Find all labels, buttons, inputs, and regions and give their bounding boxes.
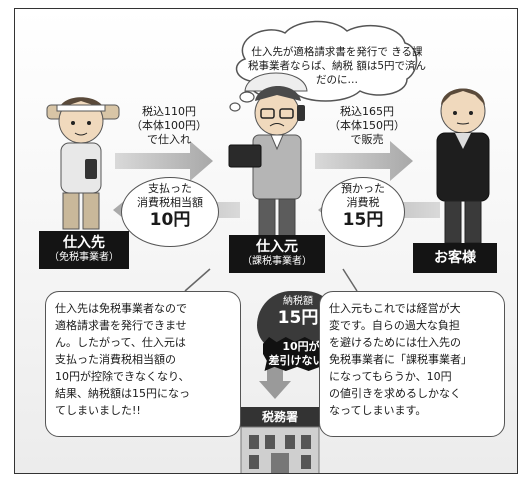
paid-tax-line1: 支払った: [148, 182, 192, 195]
buyer-illustration: [228, 72, 308, 244]
right-callout-pointer: [342, 268, 358, 292]
tax-office-label: 税務署: [261, 410, 298, 424]
left-callout-pointer: [184, 268, 211, 292]
customer-nameplate: お客様: [413, 243, 497, 273]
paid-tax-line2: 消費税相当額: [137, 196, 203, 209]
sale-arrow: [315, 141, 413, 181]
tax-badge-amount: 15円: [277, 308, 319, 328]
thought-bubble-text: 仕入先が適格請求書を発行で きる課税事業者ならば、納税 額は5円で済んだのに…: [247, 46, 427, 86]
supplier-sub: （免税事業者）: [49, 252, 119, 263]
supplier-name: 仕入先: [63, 235, 105, 251]
buyer-sub: （課税事業者）: [242, 256, 312, 267]
received-tax-amount: 15円: [342, 210, 384, 230]
supplier-nameplate: 仕入先 （免税事業者）: [39, 231, 129, 269]
sale-arrow-label: 税込165円 （本体150円） で販売: [329, 105, 405, 146]
customer-illustration: [436, 88, 490, 244]
purchase-arrow: [115, 141, 213, 181]
tax-office-building: [237, 407, 323, 473]
paid-tax-amount: 10円: [149, 210, 191, 230]
buyer-nameplate: 仕入元 （課税事業者）: [229, 235, 325, 273]
thought-dot-mid: [239, 91, 255, 103]
customer-name: お客様: [434, 250, 476, 266]
diagram-graphics: [46, 20, 490, 473]
received-tax-line2: 消費税: [346, 196, 380, 209]
right-explanation-bubble: 仕入元もこれでは経営が大 変です。自らの過大な負担 を避けるためには仕入先の 免…: [319, 291, 505, 437]
buyer-name: 仕入元: [256, 239, 298, 255]
down-arrow: [259, 367, 291, 399]
supplier-illustration: [46, 97, 120, 230]
left-explanation-bubble: 仕入先は免税事業者なので 適格請求書を発行できませ ん。したがって、仕入元は 支…: [45, 291, 241, 437]
paid-tax-circle: 支払った 消費税相当額 10円: [121, 177, 219, 247]
tax-badge-label: 納税額: [283, 296, 313, 307]
received-tax-line1: 預かった: [341, 182, 385, 195]
purchase-arrow-label: 税込110円 （本体100円） で仕入れ: [131, 105, 207, 146]
thought-dot-small: [229, 102, 241, 112]
diagram-frame: 仕入先が適格請求書を発行で きる課税事業者ならば、納税 額は5円で済んだのに… …: [14, 8, 518, 474]
received-tax-circle: 預かった 消費税 15円: [321, 177, 405, 247]
